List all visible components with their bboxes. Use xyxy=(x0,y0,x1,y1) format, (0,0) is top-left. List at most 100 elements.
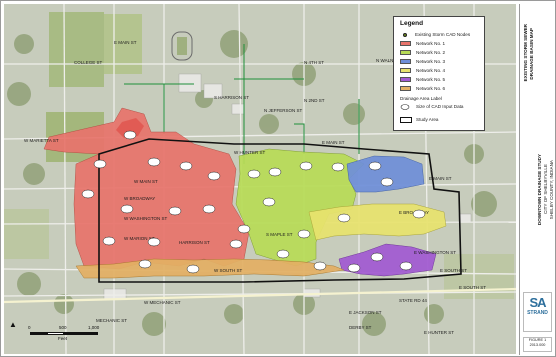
legend-item-area-label: Drainage Area Label xyxy=(400,95,442,102)
road-label: S MAPLE ST xyxy=(266,232,293,237)
figure-box: FIGURE 1 2013.000 xyxy=(523,337,552,352)
scale-unit: Feet xyxy=(58,336,68,341)
drainage-area-bubble xyxy=(299,161,313,171)
legend-item-cad-data: Size of CAD Input Data xyxy=(400,103,464,110)
drainage-area-bubble xyxy=(262,197,276,207)
network-4-basin[interactable] xyxy=(308,203,447,241)
legend-item-network-4: Network No. 4 xyxy=(400,67,445,74)
logo-mark: SA xyxy=(529,295,546,310)
legend-label: Network No. 5 xyxy=(416,77,446,82)
legend-item-network-3: Network No. 3 xyxy=(400,58,445,65)
field xyxy=(4,209,49,259)
drainage-area-bubble xyxy=(81,189,95,199)
legend-label: Network No. 3 xyxy=(416,59,446,64)
legend-label: Network No. 4 xyxy=(416,68,446,73)
drainage-area-bubble xyxy=(147,237,161,247)
legend-item-network-5: Network No. 5 xyxy=(400,76,445,83)
title-line: EXISTING STORM SEWER xyxy=(523,24,528,82)
road-label: E MAIN ST xyxy=(322,140,345,145)
legend-label: Network No. 1 xyxy=(416,41,446,46)
storm-node-icon xyxy=(403,32,407,37)
legend-label: Network No. 2 xyxy=(416,50,446,55)
network-1-outlier[interactable] xyxy=(116,118,144,138)
road-label: W MARION ST xyxy=(124,236,155,241)
legend-swatch xyxy=(400,86,411,91)
map-legend: Legend Existing Storm CAD Nodes Network … xyxy=(393,16,485,131)
legend-swatch xyxy=(400,50,411,55)
road-label: E JACKSON ST xyxy=(349,310,382,315)
road-label: N JEFFERSON ST xyxy=(264,108,303,113)
road-label: W SOUTH ST xyxy=(214,268,242,273)
road-label: N 2ND ST xyxy=(304,98,325,103)
drainage-area-bubble xyxy=(179,161,193,171)
drainage-area-bubble xyxy=(268,167,282,177)
drainage-area-labels xyxy=(81,130,426,274)
legend-item-network-1: Network No. 1 xyxy=(400,40,445,47)
drainage-area-bubble xyxy=(93,159,107,169)
road-label: DERBY ST xyxy=(349,325,372,330)
legend-item-storm-nodes: Existing Storm CAD Nodes xyxy=(400,31,470,38)
north-arrow-icon: ▲ xyxy=(9,320,17,329)
stadium-field xyxy=(177,37,187,55)
road-label: N 4TH ST xyxy=(304,60,324,65)
legend-item-network-6: Network No. 6 xyxy=(400,85,445,92)
legend-swatch xyxy=(400,77,411,82)
drainage-area-bubble xyxy=(337,213,351,223)
title-line: DRAINAGE BASIN MAP xyxy=(529,28,534,80)
road-label: E WASHINGTON ST xyxy=(414,250,456,255)
drainage-area-bubble xyxy=(370,252,384,262)
drainage-area-bubble xyxy=(123,130,137,140)
legend-swatch xyxy=(400,41,411,46)
drainage-area-bubble xyxy=(237,224,251,234)
scale-bar: 0 500 1,000 Feet xyxy=(26,324,106,342)
figure-number: FIGURE 1 xyxy=(528,338,547,342)
drainage-area-bubble xyxy=(120,204,134,214)
road-label: W WASHINGTON ST xyxy=(124,216,168,221)
legend-label: Existing Storm CAD Nodes xyxy=(415,32,471,37)
drainage-area-bubble xyxy=(229,239,243,249)
drainage-area-bubble xyxy=(331,162,345,172)
scale-segment xyxy=(64,332,98,335)
drainage-area-bubble xyxy=(368,161,382,171)
legend-label: Study Area xyxy=(416,117,439,122)
drainage-area-bubble xyxy=(202,204,216,214)
scale-tick: 1,000 xyxy=(88,325,100,330)
title-line: DOWNTOWN DRAINAGE STUDY xyxy=(537,154,542,226)
drainage-area-bubble xyxy=(247,169,261,179)
title-line: CITY OF SHELBYVILLE xyxy=(543,164,548,214)
scale-segment xyxy=(47,332,64,335)
stadium-track xyxy=(171,31,193,61)
drainage-area-bubble xyxy=(412,209,426,219)
logo-word: STRAND xyxy=(527,310,548,316)
road-label: W MARIETTA ST xyxy=(24,138,59,143)
road-label: COLLEGE ST xyxy=(74,60,103,65)
drainage-area-bubble xyxy=(297,229,311,239)
road-label: W MECHANIC ST xyxy=(144,300,181,305)
scale-tick: 500 xyxy=(59,325,67,330)
legend-label: Drainage Area Label xyxy=(400,96,442,101)
drainage-area-bubble xyxy=(276,249,290,259)
scale-segment xyxy=(30,332,47,335)
road-label: W BROADWAY xyxy=(124,196,155,201)
network-5-basin[interactable] xyxy=(338,243,437,277)
legend-item-network-2: Network No. 2 xyxy=(400,49,445,56)
legend-title: Legend xyxy=(400,20,424,27)
road-label: STATE RD 44 xyxy=(399,298,427,303)
road-label: N WALNUT ST xyxy=(376,58,407,63)
drainage-bubble-icon xyxy=(400,103,410,110)
legend-label: Network No. 6 xyxy=(416,86,446,91)
study-area-icon xyxy=(400,116,412,123)
drainage-area-bubble xyxy=(313,261,327,271)
scale-tick: 0 xyxy=(28,325,31,330)
drainage-area-bubble xyxy=(207,171,221,181)
road-label: E HUNTER ST xyxy=(424,330,454,335)
drainage-area-bubble xyxy=(399,261,413,271)
legend-label: Size of CAD Input Data xyxy=(416,104,464,109)
road-label: MECHANIC ST xyxy=(96,318,127,323)
network-3-basin[interactable] xyxy=(346,155,425,193)
legend-item-study-area: Study Area xyxy=(400,116,438,123)
road-label: W HUNTER ST xyxy=(234,150,265,155)
road-label: E MAIN ST xyxy=(429,176,452,181)
drainage-area-bubble xyxy=(102,236,116,246)
study-area-outline[interactable] xyxy=(98,138,462,283)
